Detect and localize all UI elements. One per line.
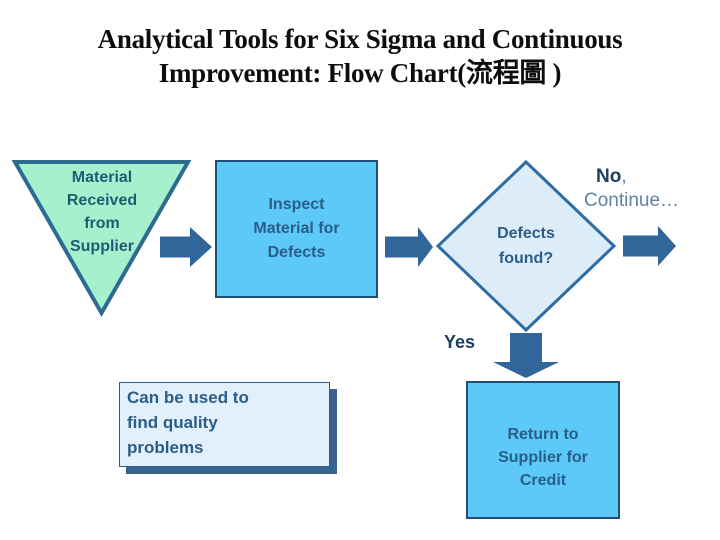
no-branch-line1: No, [584, 165, 720, 189]
arrow-right-inspect-to-decision-icon [385, 227, 433, 267]
slide-title: Analytical Tools for Six Sigma and Conti… [0, 22, 720, 90]
slide-title-line1: Analytical Tools for Six Sigma and Conti… [97, 24, 623, 54]
arrow-down-yes-to-return-icon [493, 333, 559, 378]
return-box-label: Return to Supplier for Credit [498, 425, 588, 489]
arrow-right-no-continue-icon [623, 226, 676, 266]
inspect-box: Inspect Material for Defects [215, 160, 378, 298]
material-triangle-shape [11, 160, 192, 318]
slide-title-line2: Improvement: Flow Chart(流程圖 ) [158, 58, 562, 88]
note-box: Can be used to find quality problems [119, 382, 330, 467]
no-comma: , [621, 166, 627, 187]
return-box: Return to Supplier for Credit [466, 381, 620, 519]
yes-branch-label: Yes [444, 332, 476, 352]
inspect-box-label: Inspect Material for Defects [253, 196, 340, 261]
decision-diamond-shape [435, 159, 617, 333]
arrow-right-triangle-to-inspect-icon [160, 227, 212, 267]
material-triangle-label: Material Received from Supplier [66, 169, 138, 255]
no-branch-label: No, Continue… [584, 165, 720, 213]
decision-diamond-label: Defects found? [497, 225, 555, 267]
continue-text: Continue… [584, 190, 680, 211]
no-word: No [596, 166, 622, 187]
